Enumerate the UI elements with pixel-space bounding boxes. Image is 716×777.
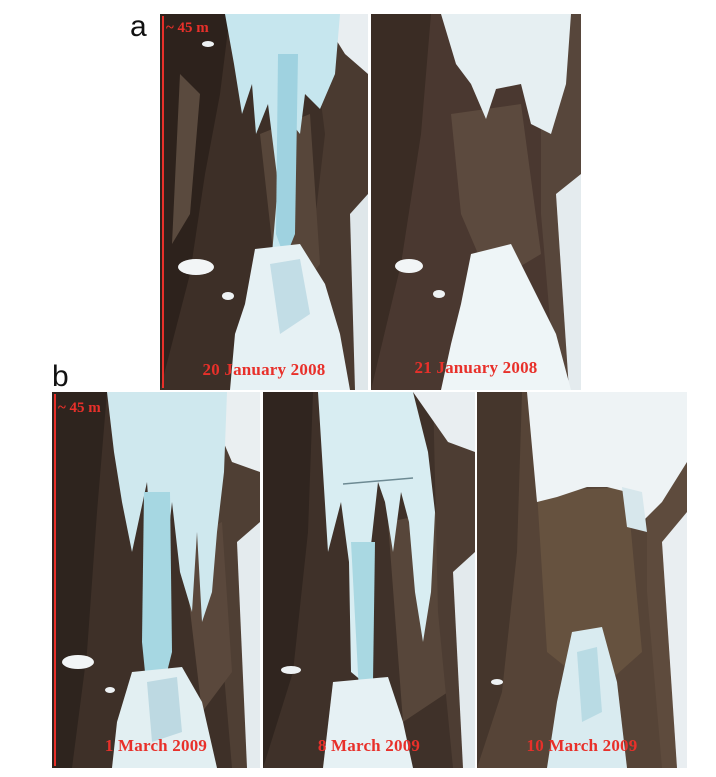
photo-a1: 20 January 2008 xyxy=(160,14,368,390)
collapsed-ice-photo xyxy=(371,14,581,390)
scale-label-b: ~ 45 m xyxy=(58,400,101,416)
ice-column-photo xyxy=(160,14,368,390)
scale-bar-a xyxy=(162,16,164,388)
photo-caption: 8 March 2009 xyxy=(317,736,421,755)
ice-column-photo xyxy=(52,392,260,768)
photo-caption: 21 January 2008 xyxy=(414,358,538,377)
scale-bar-b xyxy=(54,394,56,766)
scale-label-a: ~ 45 m xyxy=(166,20,209,36)
photo-a2: 21 January 2008 xyxy=(371,14,581,390)
photo-b3: 10 March 2009 xyxy=(477,392,687,768)
photo-b2: 8 March 2009 xyxy=(263,392,475,768)
ice-column-photo xyxy=(263,392,475,768)
panel-a-letter: a xyxy=(130,10,147,43)
photo-caption: 20 January 2008 xyxy=(202,360,326,379)
panel-b-letter: b xyxy=(52,360,69,393)
photo-caption: 1 March 2009 xyxy=(104,736,208,755)
photo-caption: 10 March 2009 xyxy=(526,736,638,755)
photo-b1: 1 March 2009 xyxy=(52,392,260,768)
collapsed-ice-photo xyxy=(477,392,687,768)
